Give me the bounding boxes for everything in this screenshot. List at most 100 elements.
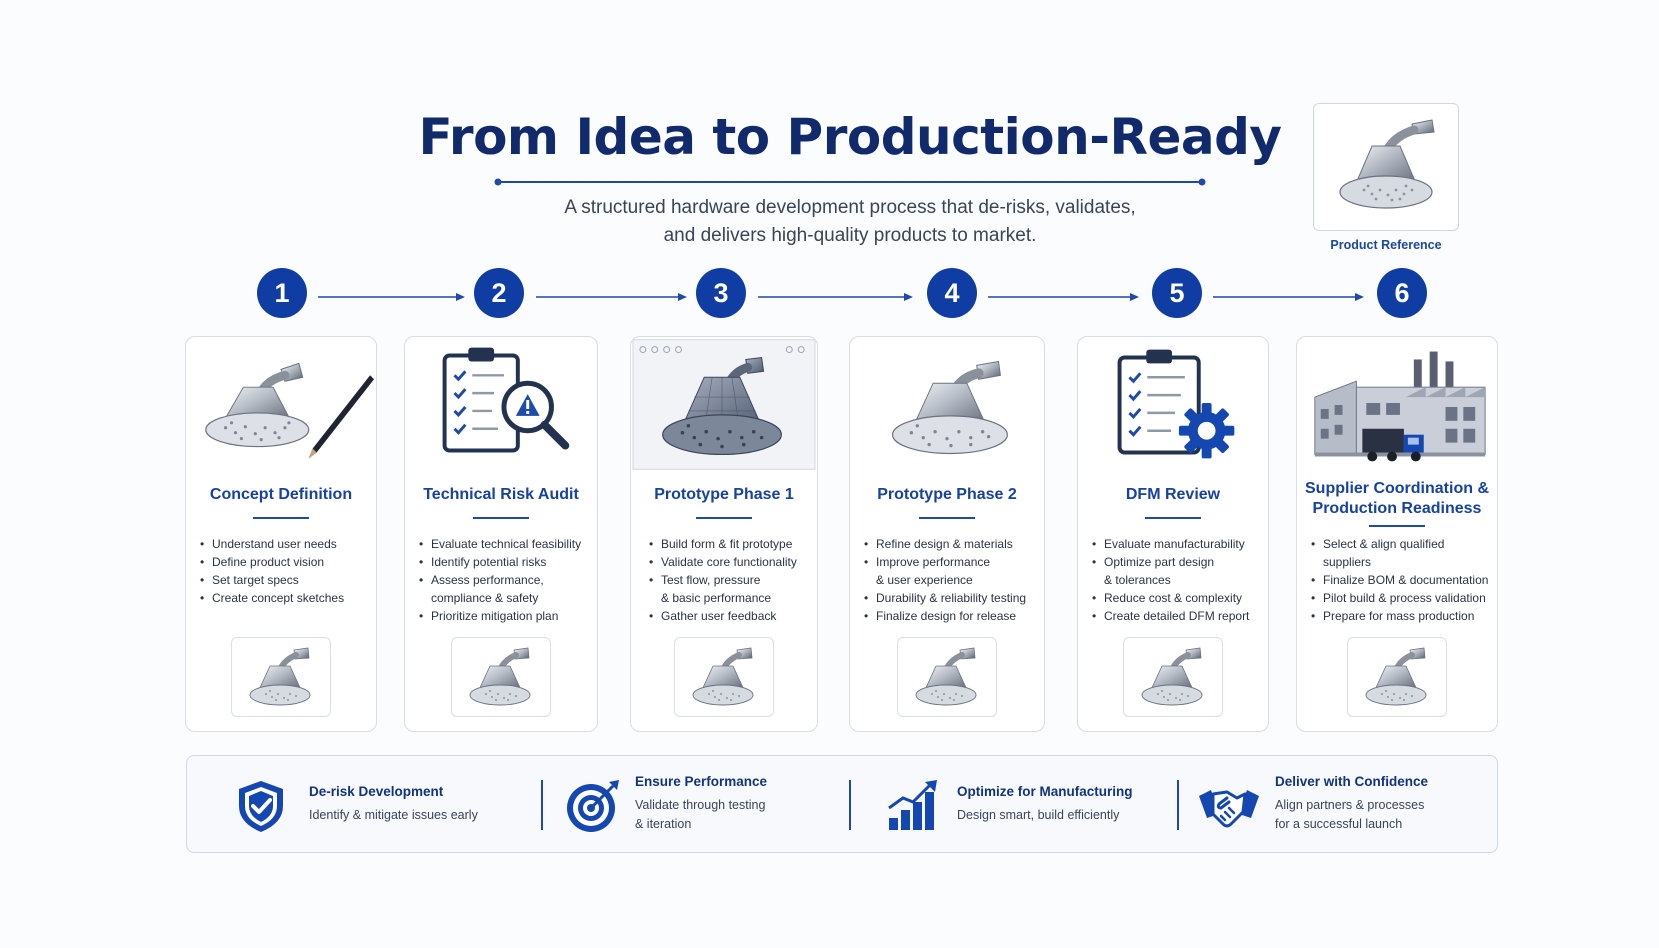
benefit-text-line: Align partners & processes: [1275, 798, 1425, 812]
step-title-line: Prototype Phase 1: [654, 486, 794, 503]
benefits-bar: De-risk Development Identify & mitigate …: [186, 755, 1498, 853]
title-divider: [253, 517, 309, 519]
list-item: Build form & fit prototype: [649, 535, 809, 553]
benefit-title: Ensure Performance: [635, 774, 768, 789]
product-reference-card: [1313, 103, 1459, 231]
step-bullets: Build form & fit prototype Validate core…: [649, 535, 809, 625]
step-title: DFM Review: [1078, 485, 1268, 505]
list-item: Prioritize mitigation plan: [419, 607, 589, 625]
step-card-technical-risk-audit: Technical Risk Audit Evaluate technical …: [404, 336, 598, 732]
benefit-title: Optimize for Manufacturing: [957, 784, 1133, 799]
step-bullets: Understand user needs Define product vis…: [200, 535, 368, 607]
benefit-text: Identify & mitigate issues early: [309, 806, 478, 825]
step-title: Supplier Coordination & Production Readi…: [1297, 479, 1497, 519]
step-bullets: Refine design & materials Improve perfor…: [864, 535, 1036, 625]
list-item: Identify potential risks: [419, 553, 589, 571]
list-item-text: Refine design & materials: [876, 537, 1013, 551]
benefit-text-line: Validate through testing: [635, 798, 766, 812]
list-item: Finalize design for release: [864, 607, 1036, 625]
list-item-text: Select & align qualified suppliers: [1323, 537, 1445, 569]
benefit-text-line: for a successful launch: [1275, 817, 1403, 831]
list-item: Durability & reliability testing: [864, 589, 1036, 607]
list-item-text: Improve performance: [876, 555, 991, 569]
list-item: Pilot build & process validation: [1311, 589, 1489, 607]
title-divider: [919, 517, 975, 519]
list-item: Define product vision: [200, 553, 368, 571]
step-number-1: 1: [257, 268, 307, 318]
list-item-text: & tolerances: [1104, 573, 1171, 587]
benefit-deliver-confidence: Deliver with Confidence Align partners &…: [1179, 756, 1497, 852]
process-steps: 1 2 3 4 5 6: [0, 268, 1659, 324]
list-item: Evaluate manufacturability: [1092, 535, 1260, 553]
step-card-supplier-coordination: Supplier Coordination & Production Readi…: [1296, 336, 1498, 732]
page-title: From Idea to Production-Ready: [418, 108, 1282, 166]
list-item: Set target specs: [200, 571, 368, 589]
showerhead-thumbnail: [897, 637, 997, 717]
showerhead-thumbnail: [451, 637, 551, 717]
growth-chart-icon: [888, 780, 937, 830]
step-title: Prototype Phase 2: [850, 485, 1044, 505]
step-bullets: Select & align qualified suppliers Final…: [1311, 535, 1489, 625]
step-number-2: 2: [474, 268, 524, 318]
benefit-text-line: & iteration: [635, 817, 692, 831]
list-item-text: Create concept sketches: [212, 591, 345, 605]
page-subtitle: A structured hardware development proces…: [0, 194, 1659, 250]
step-number-5: 5: [1152, 268, 1202, 318]
list-item-text: Identify potential risks: [431, 555, 547, 569]
step-card-prototype-phase-2: Prototype Phase 2 Refine design & materi…: [849, 336, 1045, 732]
showerhead-chrome-icon: [891, 360, 1008, 455]
step-title-line: Concept Definition: [209, 486, 353, 503]
title-divider: [1369, 525, 1425, 527]
showerhead-thumbnail: [1123, 637, 1223, 717]
list-item: Evaluate technical feasibility: [419, 535, 589, 553]
list-item-text: Validate core functionality: [661, 555, 797, 569]
list-item: Finalize BOM & documentation: [1311, 571, 1489, 589]
step-number-3: 3: [696, 268, 746, 318]
list-item-text: Test flow, pressure: [661, 573, 761, 587]
step-title: Technical Risk Audit: [405, 485, 597, 505]
showerhead-icon: [1339, 119, 1435, 209]
clipboard-risk-icon: [442, 347, 570, 453]
showerhead-icon: [675, 638, 775, 718]
benefit-ensure-performance: Ensure Performance Validate through test…: [543, 756, 853, 852]
clipboard-gear-icon: [1117, 349, 1235, 459]
list-item: Select & align qualified suppliers: [1311, 535, 1489, 571]
list-item-text: Build form & fit prototype: [661, 537, 793, 551]
product-reference-label: Product Reference: [1330, 238, 1442, 252]
list-item-text: Prioritize mitigation plan: [431, 609, 559, 623]
list-item-text: Reduce cost & complexity: [1104, 591, 1243, 605]
list-item: Create detailed DFM report: [1092, 607, 1260, 625]
arrow-right-icon: [988, 293, 1139, 301]
benefit-optimize-manufacturing: Optimize for Manufacturing Design smart,…: [851, 756, 1177, 852]
showerhead-thumbnail: [674, 637, 774, 717]
list-item-text: & user experience: [876, 573, 973, 587]
showerhead-icon: [232, 638, 332, 718]
list-item-text: Create detailed DFM report: [1104, 609, 1250, 623]
list-item-text: Evaluate technical feasibility: [431, 537, 582, 551]
benefit-text-line: Identify & mitigate issues early: [309, 808, 478, 822]
step-title-line: Technical Risk Audit: [423, 486, 579, 503]
step-title-line: Prototype Phase 2: [877, 486, 1017, 503]
step-title: Concept Definition: [186, 485, 376, 505]
list-item-text: Understand user needs: [212, 537, 337, 551]
list-item-text: Gather user feedback: [661, 609, 777, 623]
step-bullets: Evaluate technical feasibility Identify …: [419, 535, 589, 625]
list-item-text: Finalize BOM & documentation: [1323, 573, 1489, 587]
list-item-text: Set target specs: [212, 573, 299, 587]
step-card-concept-definition: Concept Definition Understand user needs…: [185, 336, 377, 732]
list-item-text: Durability & reliability testing: [876, 591, 1027, 605]
step-card-prototype-phase-1: Prototype Phase 1 Build form & fit proto…: [630, 336, 818, 732]
handshake-icon: [1199, 790, 1259, 828]
step-title-line: DFM Review: [1125, 486, 1221, 503]
benefit-divider: [541, 780, 543, 830]
list-item: Improve performance & user experience: [864, 553, 1036, 589]
list-item: Optimize part design & tolerances: [1092, 553, 1260, 589]
step-title-line: Production Readiness: [1312, 500, 1482, 517]
benefit-text: Design smart, build efficiently: [957, 806, 1119, 825]
list-item-text: Optimize part design: [1104, 555, 1215, 569]
arrow-right-icon: [758, 293, 913, 301]
showerhead-thumbnail: [231, 637, 331, 717]
list-item: Reduce cost & complexity: [1092, 589, 1260, 607]
list-item: Refine design & materials: [864, 535, 1036, 553]
list-item: Gather user feedback: [649, 607, 809, 625]
